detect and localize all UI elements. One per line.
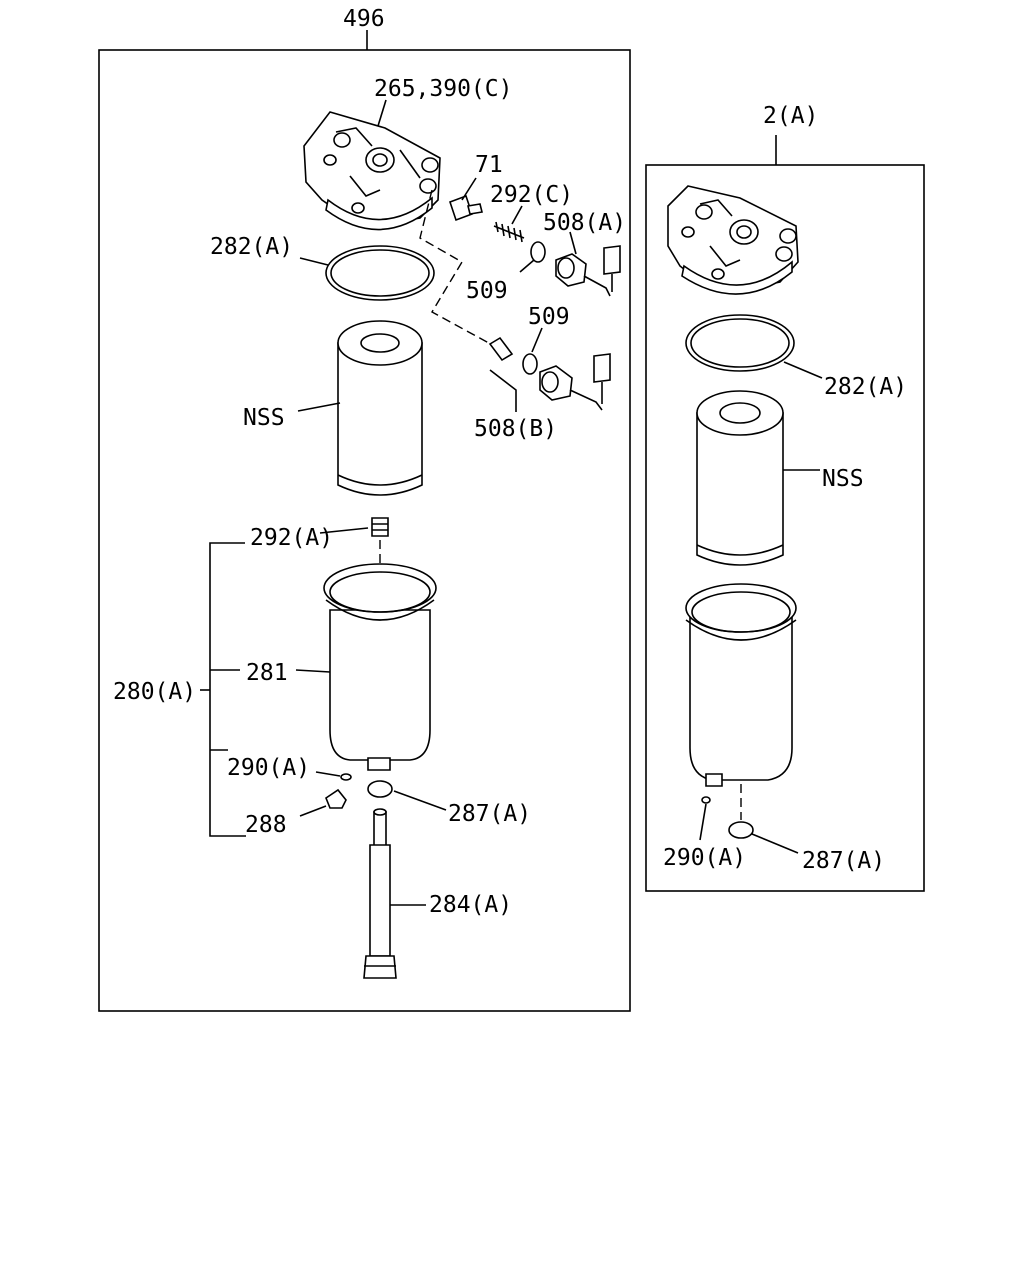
o-ring-509-top xyxy=(530,241,546,263)
seal-290a-alt xyxy=(701,796,711,804)
label-281: 281 xyxy=(246,660,288,686)
filter-head-main xyxy=(303,111,441,231)
fitting-71 xyxy=(448,194,483,222)
bowl-alt xyxy=(685,583,797,787)
label-282a-alt: 282(A) xyxy=(824,374,907,400)
washer-287a-main xyxy=(367,780,393,798)
label-2a: 2(A) xyxy=(763,103,818,129)
label-284a: 284(A) xyxy=(429,892,512,918)
label-496: 496 xyxy=(343,6,385,32)
label-508b: 508(B) xyxy=(474,416,557,442)
spring-292c xyxy=(493,221,525,243)
sensor-508b xyxy=(539,353,611,411)
o-ring-509-mid xyxy=(522,353,538,375)
assembly-2a-frame xyxy=(645,164,925,892)
o-ring-282a-main xyxy=(325,245,435,301)
label-71: 71 xyxy=(475,152,503,178)
fitting-508b xyxy=(488,336,514,362)
drain-plug-288 xyxy=(325,788,347,809)
label-nss-alt: NSS xyxy=(822,466,864,492)
sensor-508a xyxy=(555,245,621,297)
bolt-284a xyxy=(363,808,397,979)
label-282a-main: 282(A) xyxy=(210,234,293,260)
label-280a: 280(A) xyxy=(113,679,196,705)
label-287a-main: 287(A) xyxy=(448,801,531,827)
filter-element-nss-main xyxy=(337,320,423,496)
label-508a: 508(A) xyxy=(543,210,626,236)
label-292c: 292(C) xyxy=(490,182,573,208)
label-265-390c: 265,390(C) xyxy=(374,76,512,102)
assembly-496-frame xyxy=(98,49,631,1012)
filter-head-alt xyxy=(667,185,799,295)
spring-292a xyxy=(371,517,389,537)
bracket-280a xyxy=(209,542,246,837)
label-290a-alt: 290(A) xyxy=(663,845,746,871)
label-nss-main: NSS xyxy=(243,405,285,431)
label-290a-main: 290(A) xyxy=(227,755,310,781)
filter-element-nss-alt xyxy=(696,390,784,566)
label-509-top: 509 xyxy=(466,278,508,304)
washer-287a-alt xyxy=(728,821,754,839)
bowl-281 xyxy=(323,563,437,771)
label-288: 288 xyxy=(245,812,287,838)
seal-290a-main xyxy=(340,773,352,781)
label-509-mid: 509 xyxy=(528,304,570,330)
o-ring-282a-alt xyxy=(685,314,795,372)
label-292a: 292(A) xyxy=(250,525,333,551)
label-287a-alt: 287(A) xyxy=(802,848,885,874)
